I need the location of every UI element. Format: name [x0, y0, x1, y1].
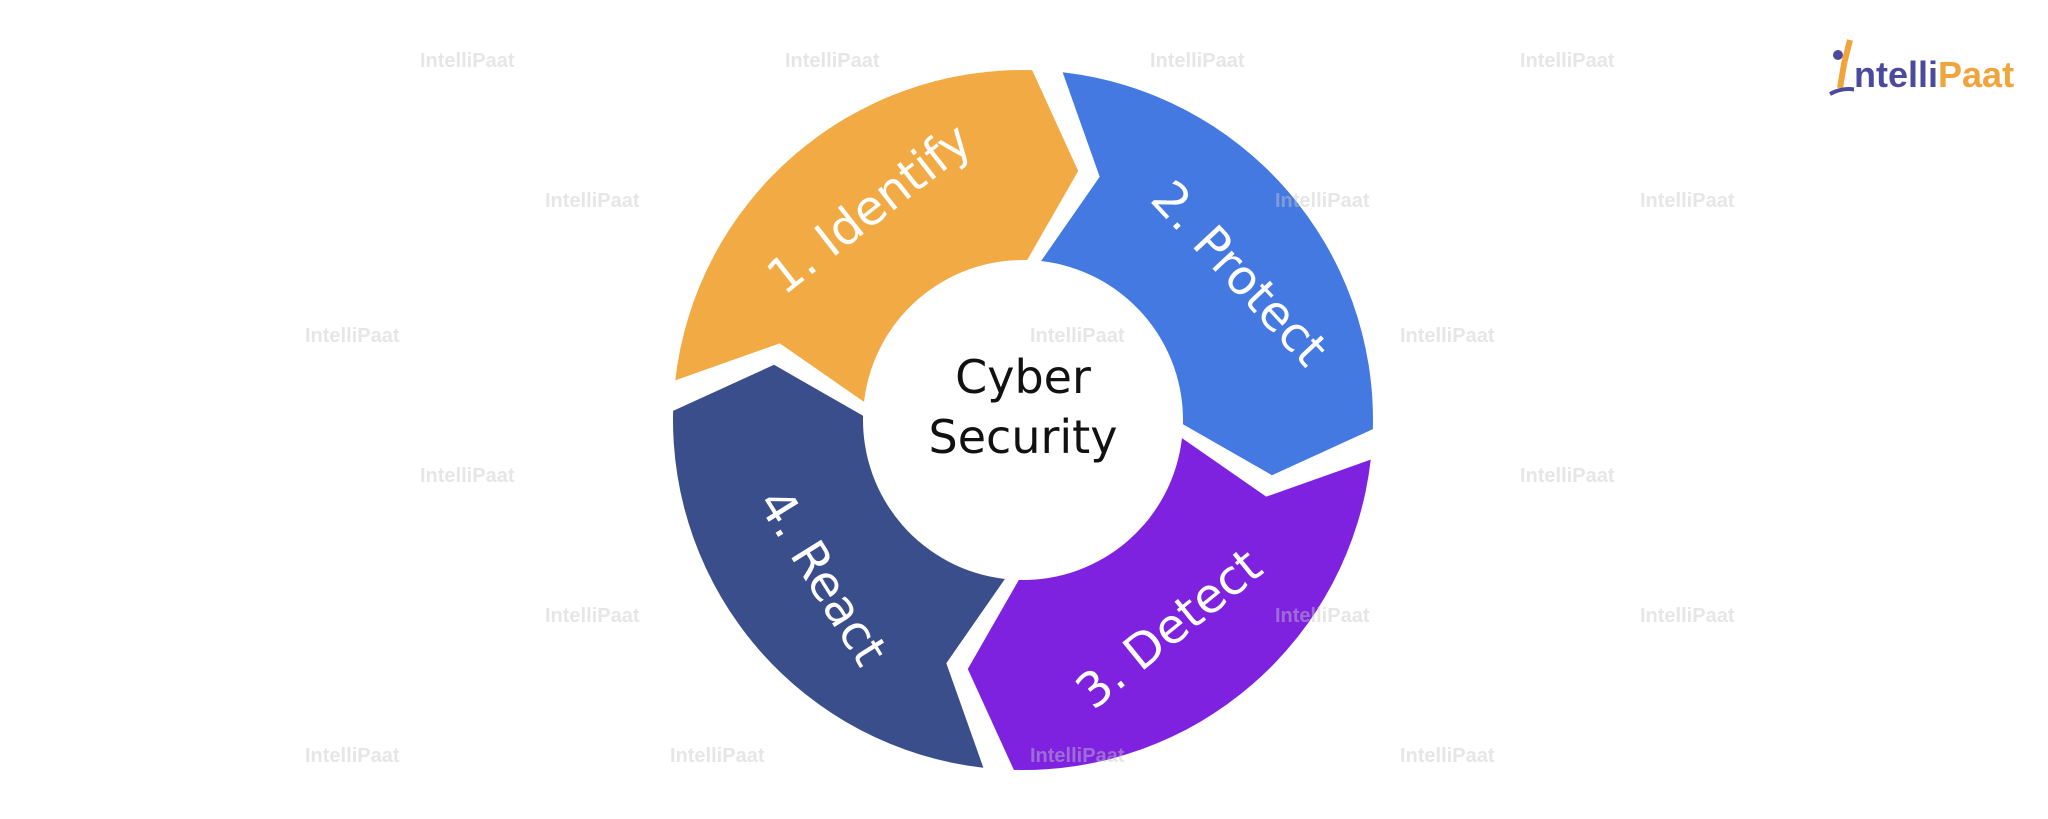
center-title-line1: Cyber [955, 350, 1091, 404]
person-figure-icon [1828, 38, 1869, 96]
logo-text-part2: Paat [1938, 54, 2015, 95]
logo-text-part1: ntelli [1854, 54, 1939, 95]
center-title-line2: Security [929, 410, 1118, 464]
segment-react [673, 364, 1005, 768]
segment-detect [967, 438, 1371, 770]
segment-identify [675, 69, 1079, 402]
segment-protect [1041, 72, 1373, 476]
center-circle [865, 262, 1181, 578]
